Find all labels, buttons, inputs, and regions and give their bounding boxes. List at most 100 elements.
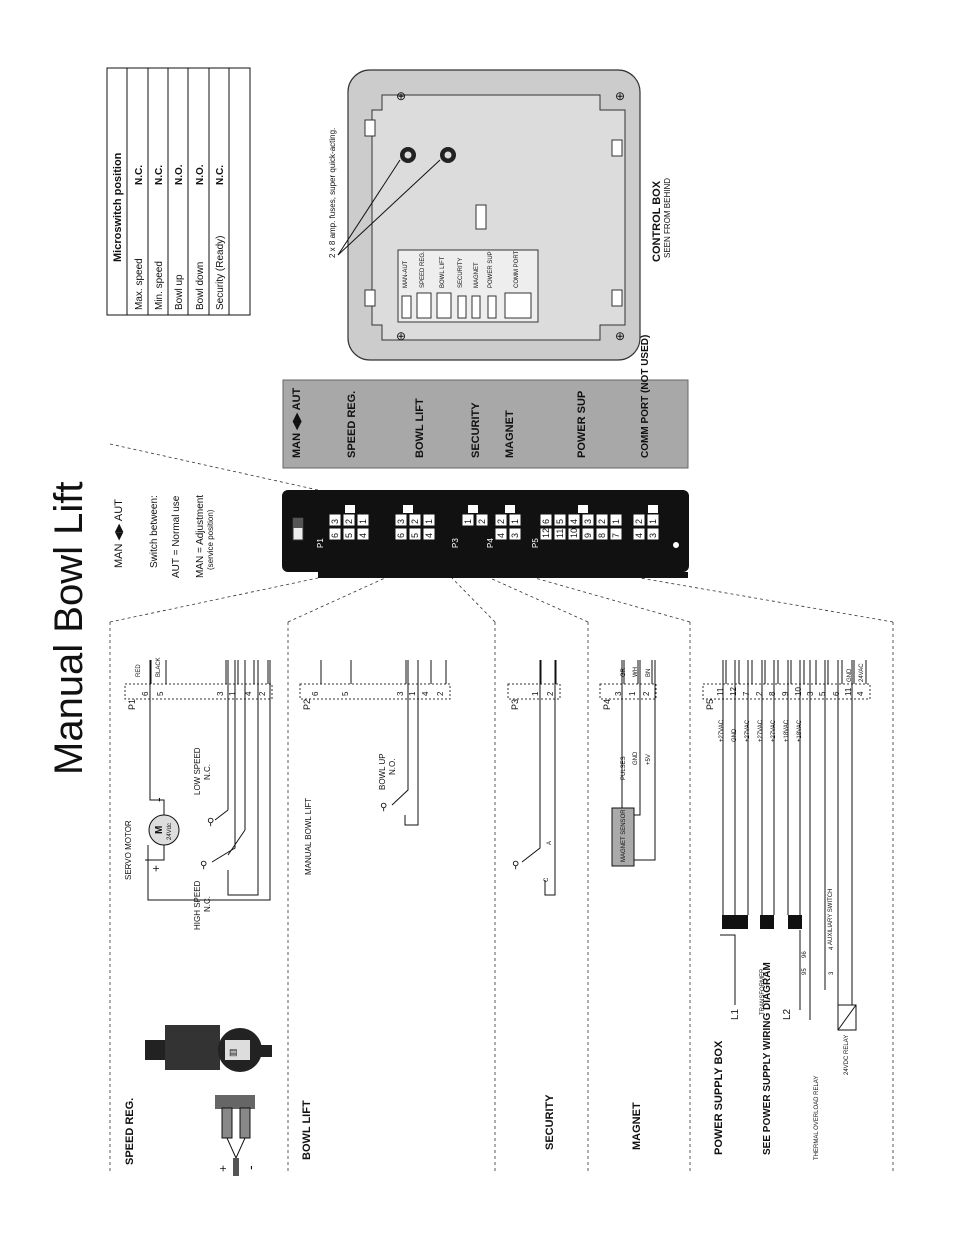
connector-pin-number: 3	[510, 533, 520, 538]
table-row-state: N.O.	[195, 164, 206, 185]
voltage-label: +27VAC	[719, 719, 725, 742]
legend-item: BOWL LIFT	[414, 398, 426, 458]
connector-pin-number: 1	[424, 519, 434, 524]
connector-pin	[609, 527, 623, 541]
section-title: POWER SUPPLY BOX	[713, 1040, 725, 1155]
table-row-state: N.C.	[134, 165, 145, 185]
table-row-name: Bowl up	[174, 274, 185, 310]
strip-terminals	[401, 292, 532, 319]
pin-number: 5	[156, 691, 165, 696]
table-header: Microswitch position	[112, 152, 124, 262]
pin-row-connector: P4	[602, 699, 612, 710]
signal-label: +5V	[646, 754, 652, 765]
connector-pin	[508, 527, 522, 541]
connector-pin-number: 4	[569, 519, 579, 524]
pin-number: 2	[258, 691, 267, 696]
connector-pin-number: 9	[583, 533, 593, 538]
speed-reg-section: SPEED REG. RED BLACK SERVO MOTOR M 24Vdc…	[124, 657, 272, 1176]
legend-item: MAGNET	[504, 410, 516, 458]
pin-row-box	[299, 683, 451, 700]
pin-number: 1	[531, 691, 540, 696]
switch-icon: ⚲	[512, 860, 519, 871]
connector-pin-number: 2	[410, 519, 420, 524]
strip-label: POWER SUP	[488, 251, 494, 288]
screw-icon: ⊕	[396, 89, 406, 103]
note-line: MAN = Adjustment	[195, 495, 206, 578]
plus-sign: +	[149, 865, 163, 872]
pin-number: 2	[546, 691, 555, 696]
connector-pin	[539, 513, 553, 527]
strip-label: MAGNET	[474, 262, 480, 288]
connector-label: P5	[531, 538, 540, 548]
microswitch-table: Microswitch position Max. speed N.C. Min…	[106, 67, 251, 316]
see-diagram-note: SEE POWER SUPPLY WIRING DIAGRAM	[762, 962, 773, 1155]
pin-row-box	[507, 683, 561, 700]
pin-number: 1	[628, 691, 637, 696]
section-title: MAGNET	[631, 1102, 643, 1150]
connector-pin-number: 10	[569, 528, 579, 538]
connector-pin	[461, 513, 475, 527]
pin-number: 4	[856, 691, 865, 696]
legend-comm-port: COMM PORT (NOT USED)	[640, 335, 651, 458]
connector-pin	[553, 527, 567, 541]
fan-lines	[109, 443, 894, 623]
sensor-label: MAGNET SENSOR	[621, 809, 627, 862]
pin-number: 3	[396, 691, 405, 696]
table-row-state: N.O.	[174, 164, 185, 185]
pin-number: 6	[141, 691, 150, 696]
connector-pin	[422, 513, 436, 527]
connector-pin	[356, 513, 370, 527]
motor-symbol: M	[154, 826, 165, 834]
pin-number: 6	[311, 691, 320, 696]
pin-number: 3	[216, 691, 225, 696]
legend-item: COMM PORT (NOT USED)	[640, 335, 651, 458]
connector-pin	[494, 527, 508, 541]
table-row-name: Max. speed	[134, 258, 145, 310]
pin-number: 2	[755, 691, 764, 696]
contact-label: 4	[829, 946, 835, 950]
connector-pin-number: 3	[583, 519, 593, 524]
man-aut-note: MAN ◀▶ AUT Switch between: AUT = Normal …	[113, 495, 215, 578]
connector-pin	[342, 513, 356, 527]
device-label: MANUAL BOWL LIFT	[304, 798, 313, 875]
connector-pin	[328, 527, 342, 541]
wire-color: BLACK	[156, 657, 162, 677]
strip-label: MAN-AUT	[403, 260, 409, 288]
note-line: AUT = Normal use	[171, 495, 182, 578]
connector-pin-number: 1	[358, 519, 368, 524]
contact-label: 95	[802, 968, 808, 975]
power-supply-section: POWER SUPPLY BOX SEE POWER SUPPLY WIRING…	[713, 660, 857, 1160]
bowl-up-no: N.O.	[388, 759, 397, 775]
connector-pin	[408, 513, 422, 527]
connector-pin	[646, 527, 660, 541]
connector-pin-number: 5	[555, 519, 565, 524]
connector-pin-number: 4	[358, 533, 368, 538]
wire-color: WH	[633, 667, 639, 677]
motor-voltage: 24Vdc	[167, 823, 173, 840]
connector-pin-number: 1	[463, 519, 473, 524]
connector-pin-number: 5	[410, 533, 420, 538]
connector-legend-panel: MAN ◀▶ AUT SPEED REG. BOWL LIFT SECURITY…	[282, 335, 689, 469]
screw-icon: ⊕	[396, 329, 406, 343]
connector-pin-number: 4	[634, 533, 644, 538]
connector-pin	[539, 527, 553, 541]
table-row-name: Security (Ready)	[215, 236, 226, 310]
pin-row-box	[124, 683, 273, 700]
note-heading: MAN ◀▶ AUT	[113, 499, 125, 568]
connector-pin	[394, 527, 408, 541]
pin-row-connector: P5	[705, 699, 715, 710]
thermal-relay-label: THERMAL OVERLOAD RELAY	[814, 1076, 820, 1160]
connector-pin-number: 2	[634, 519, 644, 524]
l2-label: L2	[782, 1008, 793, 1020]
control-box: ⊕ ⊕ ⊕ ⊕ MAN-AUT SPEED REG. BOWL LIFT SEC…	[328, 69, 672, 361]
contact-label: 3	[829, 971, 835, 975]
bowl-lift-section: BOWL LIFT MANUAL BOWL LIFT BOWL UP N.O. …	[301, 660, 419, 1160]
connector-pin-number: 6	[330, 533, 340, 538]
note-line: Switch between:	[149, 495, 160, 568]
pin-number: 7	[742, 691, 751, 696]
